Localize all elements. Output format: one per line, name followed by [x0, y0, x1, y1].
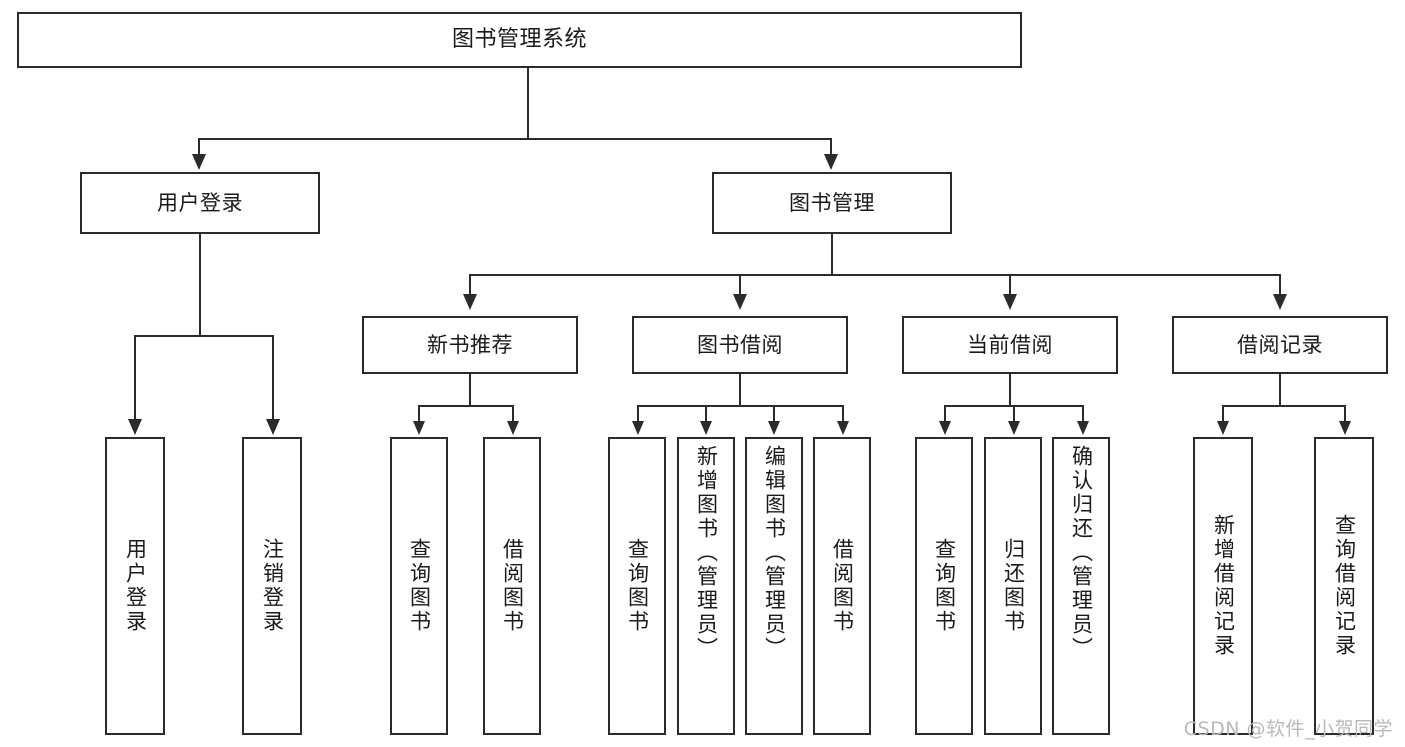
- arrow-to-cb-leaf-1: [939, 421, 951, 435]
- node-label: 查询借阅记录: [1332, 514, 1357, 658]
- arrow-to-bb-leaf-4: [837, 421, 849, 435]
- connector-bb-drop-2: [705, 405, 707, 421]
- node-label: 查询图书: [932, 538, 957, 634]
- arrow-to-cb-leaf-2: [1008, 421, 1020, 435]
- connector-bb-bus: [637, 405, 842, 407]
- leaf-nbr-query-book[interactable]: 查询图书: [390, 437, 448, 735]
- node-label: 图书借阅: [697, 332, 783, 357]
- node-label: 用户登录: [157, 190, 243, 215]
- node-current-borrow[interactable]: 当前借阅: [902, 316, 1118, 374]
- node-label: 查询图书: [407, 538, 432, 634]
- connector-root-drop-left: [198, 138, 200, 156]
- node-label: 用户登录: [123, 538, 148, 634]
- connector-book-management-bus: [469, 274, 1279, 276]
- node-label: 新书推荐: [427, 332, 513, 357]
- node-user-login[interactable]: 用户登录: [80, 172, 320, 234]
- arrow-to-bb-leaf-1: [632, 421, 644, 435]
- connector-cb-drop-2: [1013, 405, 1015, 421]
- node-label: 图书管理: [789, 190, 875, 215]
- arrow-to-book-management: [824, 154, 838, 170]
- connector-bm-drop-4: [1279, 274, 1281, 296]
- connector-root-drop-right: [830, 138, 832, 156]
- node-label: 当前借阅: [967, 332, 1053, 357]
- connector-nbr-bus: [418, 405, 512, 407]
- node-label: 借阅图书: [830, 538, 855, 634]
- connector-book-management-stem: [831, 234, 833, 274]
- connector-cb-drop-1: [944, 405, 946, 421]
- node-label: 新增借阅记录: [1211, 514, 1236, 658]
- node-label: 确认归还（管理员）: [1069, 445, 1094, 661]
- connector-nbr-stem: [469, 374, 471, 405]
- node-label: 借阅图书: [500, 538, 525, 634]
- arrow-to-bb-leaf-3: [768, 421, 780, 435]
- connector-nbr-drop-2: [512, 405, 514, 421]
- node-label: 编辑图书（管理员）: [762, 445, 787, 661]
- node-label: 查询图书: [625, 538, 650, 634]
- arrow-to-logout-leaf: [266, 419, 280, 435]
- connector-bb-drop-4: [842, 405, 844, 421]
- arrow-to-borrow-record: [1273, 294, 1287, 310]
- connector-bm-drop-2: [739, 274, 741, 296]
- connector-user-login-stem: [199, 234, 201, 335]
- connector-br-drop-2: [1344, 405, 1346, 421]
- connector-cb-drop-3: [1082, 405, 1084, 421]
- node-book-borrow[interactable]: 图书借阅: [632, 316, 848, 374]
- connector-root-stem: [527, 68, 529, 138]
- node-label: 注销登录: [260, 538, 285, 634]
- arrow-to-bb-leaf-2: [700, 421, 712, 435]
- arrow-to-user-login-leaf: [128, 419, 142, 435]
- connector-bm-drop-3: [1009, 274, 1011, 296]
- connector-bm-drop-1: [469, 274, 471, 296]
- leaf-logout[interactable]: 注销登录: [242, 437, 302, 735]
- connector-nbr-drop-1: [418, 405, 420, 421]
- leaf-br-query-record[interactable]: 查询借阅记录: [1314, 437, 1374, 735]
- leaf-bb-query-book[interactable]: 查询图书: [608, 437, 666, 735]
- node-borrow-record[interactable]: 借阅记录: [1172, 316, 1388, 374]
- leaf-bb-borrow-book[interactable]: 借阅图书: [813, 437, 871, 735]
- arrow-to-br-leaf-1: [1217, 421, 1229, 435]
- connector-bb-drop-1: [637, 405, 639, 421]
- connector-user-login-drop-2: [272, 335, 274, 421]
- leaf-nbr-borrow-book[interactable]: 借阅图书: [483, 437, 541, 735]
- leaf-br-add-record[interactable]: 新增借阅记录: [1193, 437, 1253, 735]
- connector-root-bus: [198, 138, 830, 140]
- arrow-to-nbr-leaf-2: [507, 421, 519, 435]
- connector-br-bus: [1222, 405, 1344, 407]
- connector-user-login-bus: [134, 335, 272, 337]
- watermark: CSDN @软件_小贺同学: [1183, 718, 1393, 740]
- connector-br-drop-1: [1222, 405, 1224, 421]
- node-label: 归还图书: [1001, 538, 1026, 634]
- arrow-to-br-leaf-2: [1339, 421, 1351, 435]
- node-label: 图书管理系统: [451, 27, 587, 53]
- arrow-to-cb-leaf-3: [1077, 421, 1089, 435]
- arrow-to-new-book-recommend: [463, 294, 477, 310]
- node-label: 借阅记录: [1237, 332, 1323, 357]
- leaf-cb-confirm-return-admin[interactable]: 确认归还（管理员）: [1052, 437, 1110, 735]
- leaf-bb-edit-book-admin[interactable]: 编辑图书（管理员）: [745, 437, 803, 735]
- connector-cb-stem: [1009, 374, 1011, 405]
- leaf-bb-add-book-admin[interactable]: 新增图书（管理员）: [677, 437, 735, 735]
- node-new-book-recommend[interactable]: 新书推荐: [362, 316, 578, 374]
- node-root-book-management-system[interactable]: 图书管理系统: [17, 12, 1022, 68]
- node-book-management[interactable]: 图书管理: [712, 172, 952, 234]
- connector-bb-stem: [739, 374, 741, 405]
- arrow-to-nbr-leaf-1: [413, 421, 425, 435]
- connector-user-login-drop-1: [134, 335, 136, 421]
- arrow-to-current-borrow: [1003, 294, 1017, 310]
- leaf-cb-query-book[interactable]: 查询图书: [915, 437, 973, 735]
- connector-bb-drop-3: [773, 405, 775, 421]
- arrow-to-book-borrow: [733, 294, 747, 310]
- connector-br-stem: [1279, 374, 1281, 405]
- leaf-user-login[interactable]: 用户登录: [105, 437, 165, 735]
- leaf-cb-return-book[interactable]: 归还图书: [984, 437, 1042, 735]
- arrow-to-user-login: [192, 154, 206, 170]
- node-label: 新增图书（管理员）: [694, 445, 719, 661]
